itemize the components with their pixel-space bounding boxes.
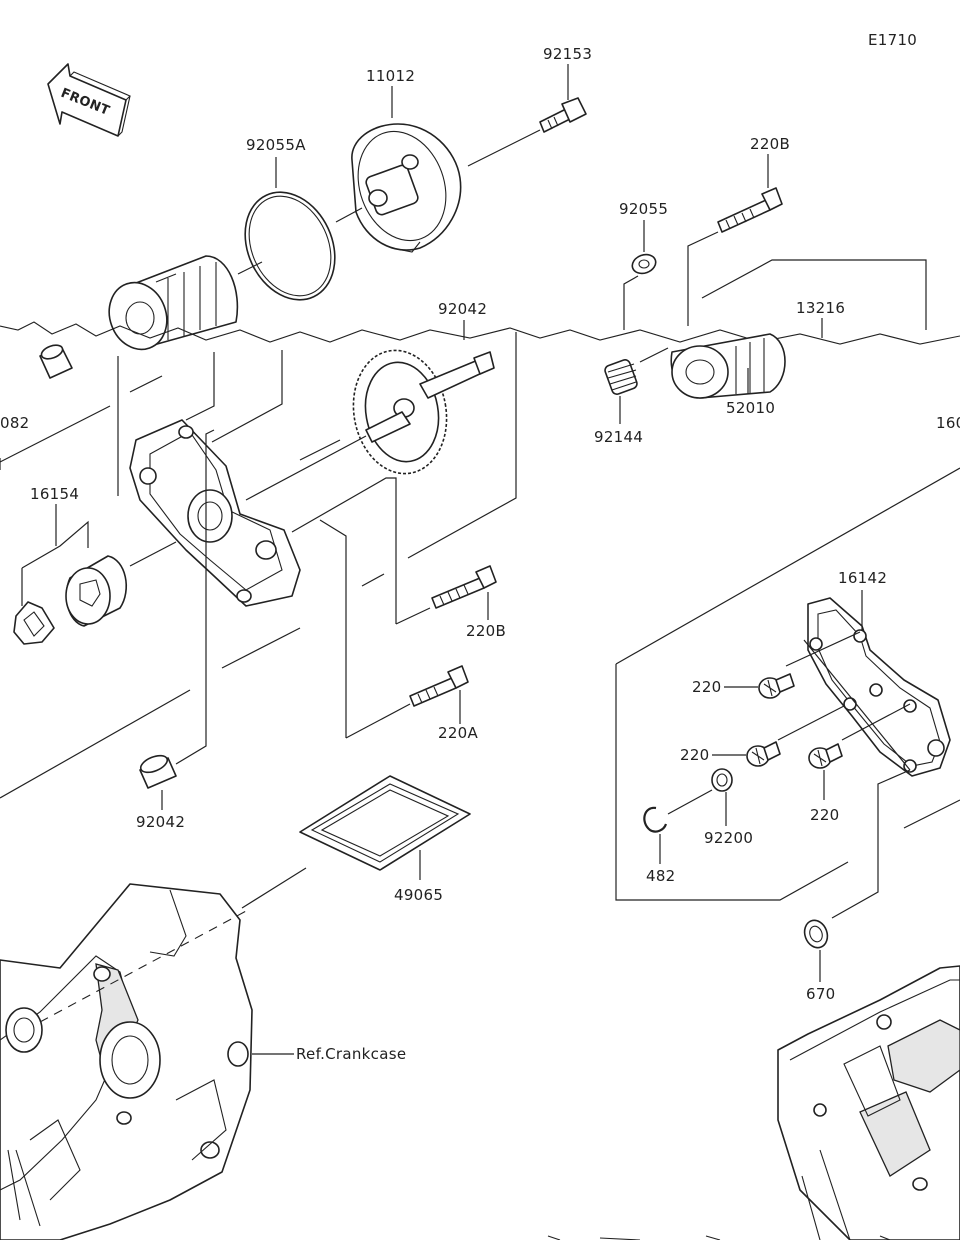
bracket-16142-bottom [615, 664, 849, 901]
bolt-220b [431, 565, 497, 609]
label-220-a: 220 [692, 678, 722, 696]
washer-670 [803, 919, 829, 949]
cover-plate-16142 [807, 597, 951, 777]
leader-axis-screw-b [777, 705, 845, 741]
leader-axis-ring [237, 261, 263, 275]
leader-long-1 [0, 689, 191, 799]
label-16142: 16142 [838, 569, 887, 587]
leader-dash-a [129, 375, 163, 393]
label-92144: 92144 [594, 428, 643, 446]
oil-pan-right [777, 965, 960, 1240]
oil-pump-gear [352, 349, 495, 475]
leader-52010-axis [639, 347, 669, 363]
leader-220b-mid [291, 477, 397, 624]
leader-220a-2 [345, 703, 411, 739]
leader-axis-rotor [129, 541, 177, 567]
label-49065: 49065 [394, 886, 443, 904]
label-220b: 220B [466, 622, 506, 640]
screw-220-b [746, 741, 781, 767]
leader-220a [319, 519, 347, 738]
label-670: 670 [806, 985, 836, 1003]
leader-dash-d [221, 627, 301, 669]
label-11012: 11012 [366, 67, 415, 85]
label-92055a: 92055A [246, 136, 306, 154]
leader-670-axis [831, 769, 911, 919]
oil-filter-element [108, 255, 239, 351]
leader-shaft-92153 [467, 129, 541, 167]
leader-92042-bottom-axis [175, 429, 215, 765]
spring-92144 [604, 359, 638, 395]
oil-filter-cover [351, 123, 462, 253]
pump-rotor-16154 [65, 555, 128, 627]
diagram-code: E1710 [868, 31, 917, 49]
leader-dash-b [299, 439, 341, 461]
label-13216: 13216 [796, 299, 845, 317]
bracket-13216 [701, 259, 927, 330]
leader-49065-axis [241, 867, 307, 909]
inner-rotor [13, 601, 55, 645]
label-92042-bottom: 92042 [136, 813, 185, 831]
bracket-16142-top [615, 467, 960, 665]
centerline-crankcase [39, 909, 249, 1023]
leader-92055-axis [623, 275, 639, 330]
dowel-pin-92042 [139, 754, 177, 789]
leader-220b-top-axis [687, 231, 719, 326]
bolt-220b-top [717, 187, 783, 233]
bolt-92153 [539, 97, 587, 133]
gasket-49065 [299, 775, 471, 871]
leader-housing-mid [185, 352, 215, 421]
o-ring-92055a [244, 191, 336, 301]
leader-axis-082 [0, 405, 111, 463]
label-220-c: 220 [810, 806, 840, 824]
label-220b-top: 220B [750, 135, 790, 153]
label-92055: 92055 [619, 200, 668, 218]
leader-plate-diag [803, 639, 911, 771]
washer-92055 [631, 253, 657, 275]
bottom-edge-marks [547, 1235, 891, 1240]
label-160-partial: 160 [936, 414, 960, 432]
ref-crankcase-label: Ref.Crankcase [296, 1045, 406, 1063]
circlip-482 [643, 806, 668, 833]
label-92042-top: 92042 [438, 300, 487, 318]
label-220-b: 220 [680, 746, 710, 764]
screw-220-a [758, 673, 795, 699]
strainer-52010 [670, 333, 786, 399]
oil-pump-housing [129, 419, 301, 607]
leader-axis-screw-a [785, 631, 861, 667]
label-92200: 92200 [704, 829, 753, 847]
leader-220b-mid-2 [395, 607, 431, 625]
label-52010: 52010 [726, 399, 775, 417]
leader-axis-cover [335, 207, 363, 223]
screw-220-c [808, 743, 843, 769]
leader-axis-92200 [667, 789, 713, 815]
leader-axis-gear [245, 435, 367, 501]
dowel-pin-top [39, 344, 73, 379]
label-082-partial: 082 [0, 414, 30, 432]
crankcase-left [0, 883, 253, 1240]
bracket-16154 [21, 520, 89, 569]
leader-housing-right [211, 350, 283, 443]
leader-axis-screw-c [841, 703, 911, 741]
bracket-92042-top [407, 332, 517, 559]
bolt-220a [409, 665, 469, 707]
front-arrow-icon: FRONT [47, 63, 131, 137]
label-482: 482 [646, 867, 676, 885]
label-16154: 16154 [30, 485, 79, 503]
leader-dash-c [361, 573, 385, 587]
label-220a: 220A [438, 724, 479, 742]
bracket-16142-right [903, 799, 960, 829]
washer-92200 [711, 768, 733, 792]
label-92153: 92153 [543, 45, 592, 63]
